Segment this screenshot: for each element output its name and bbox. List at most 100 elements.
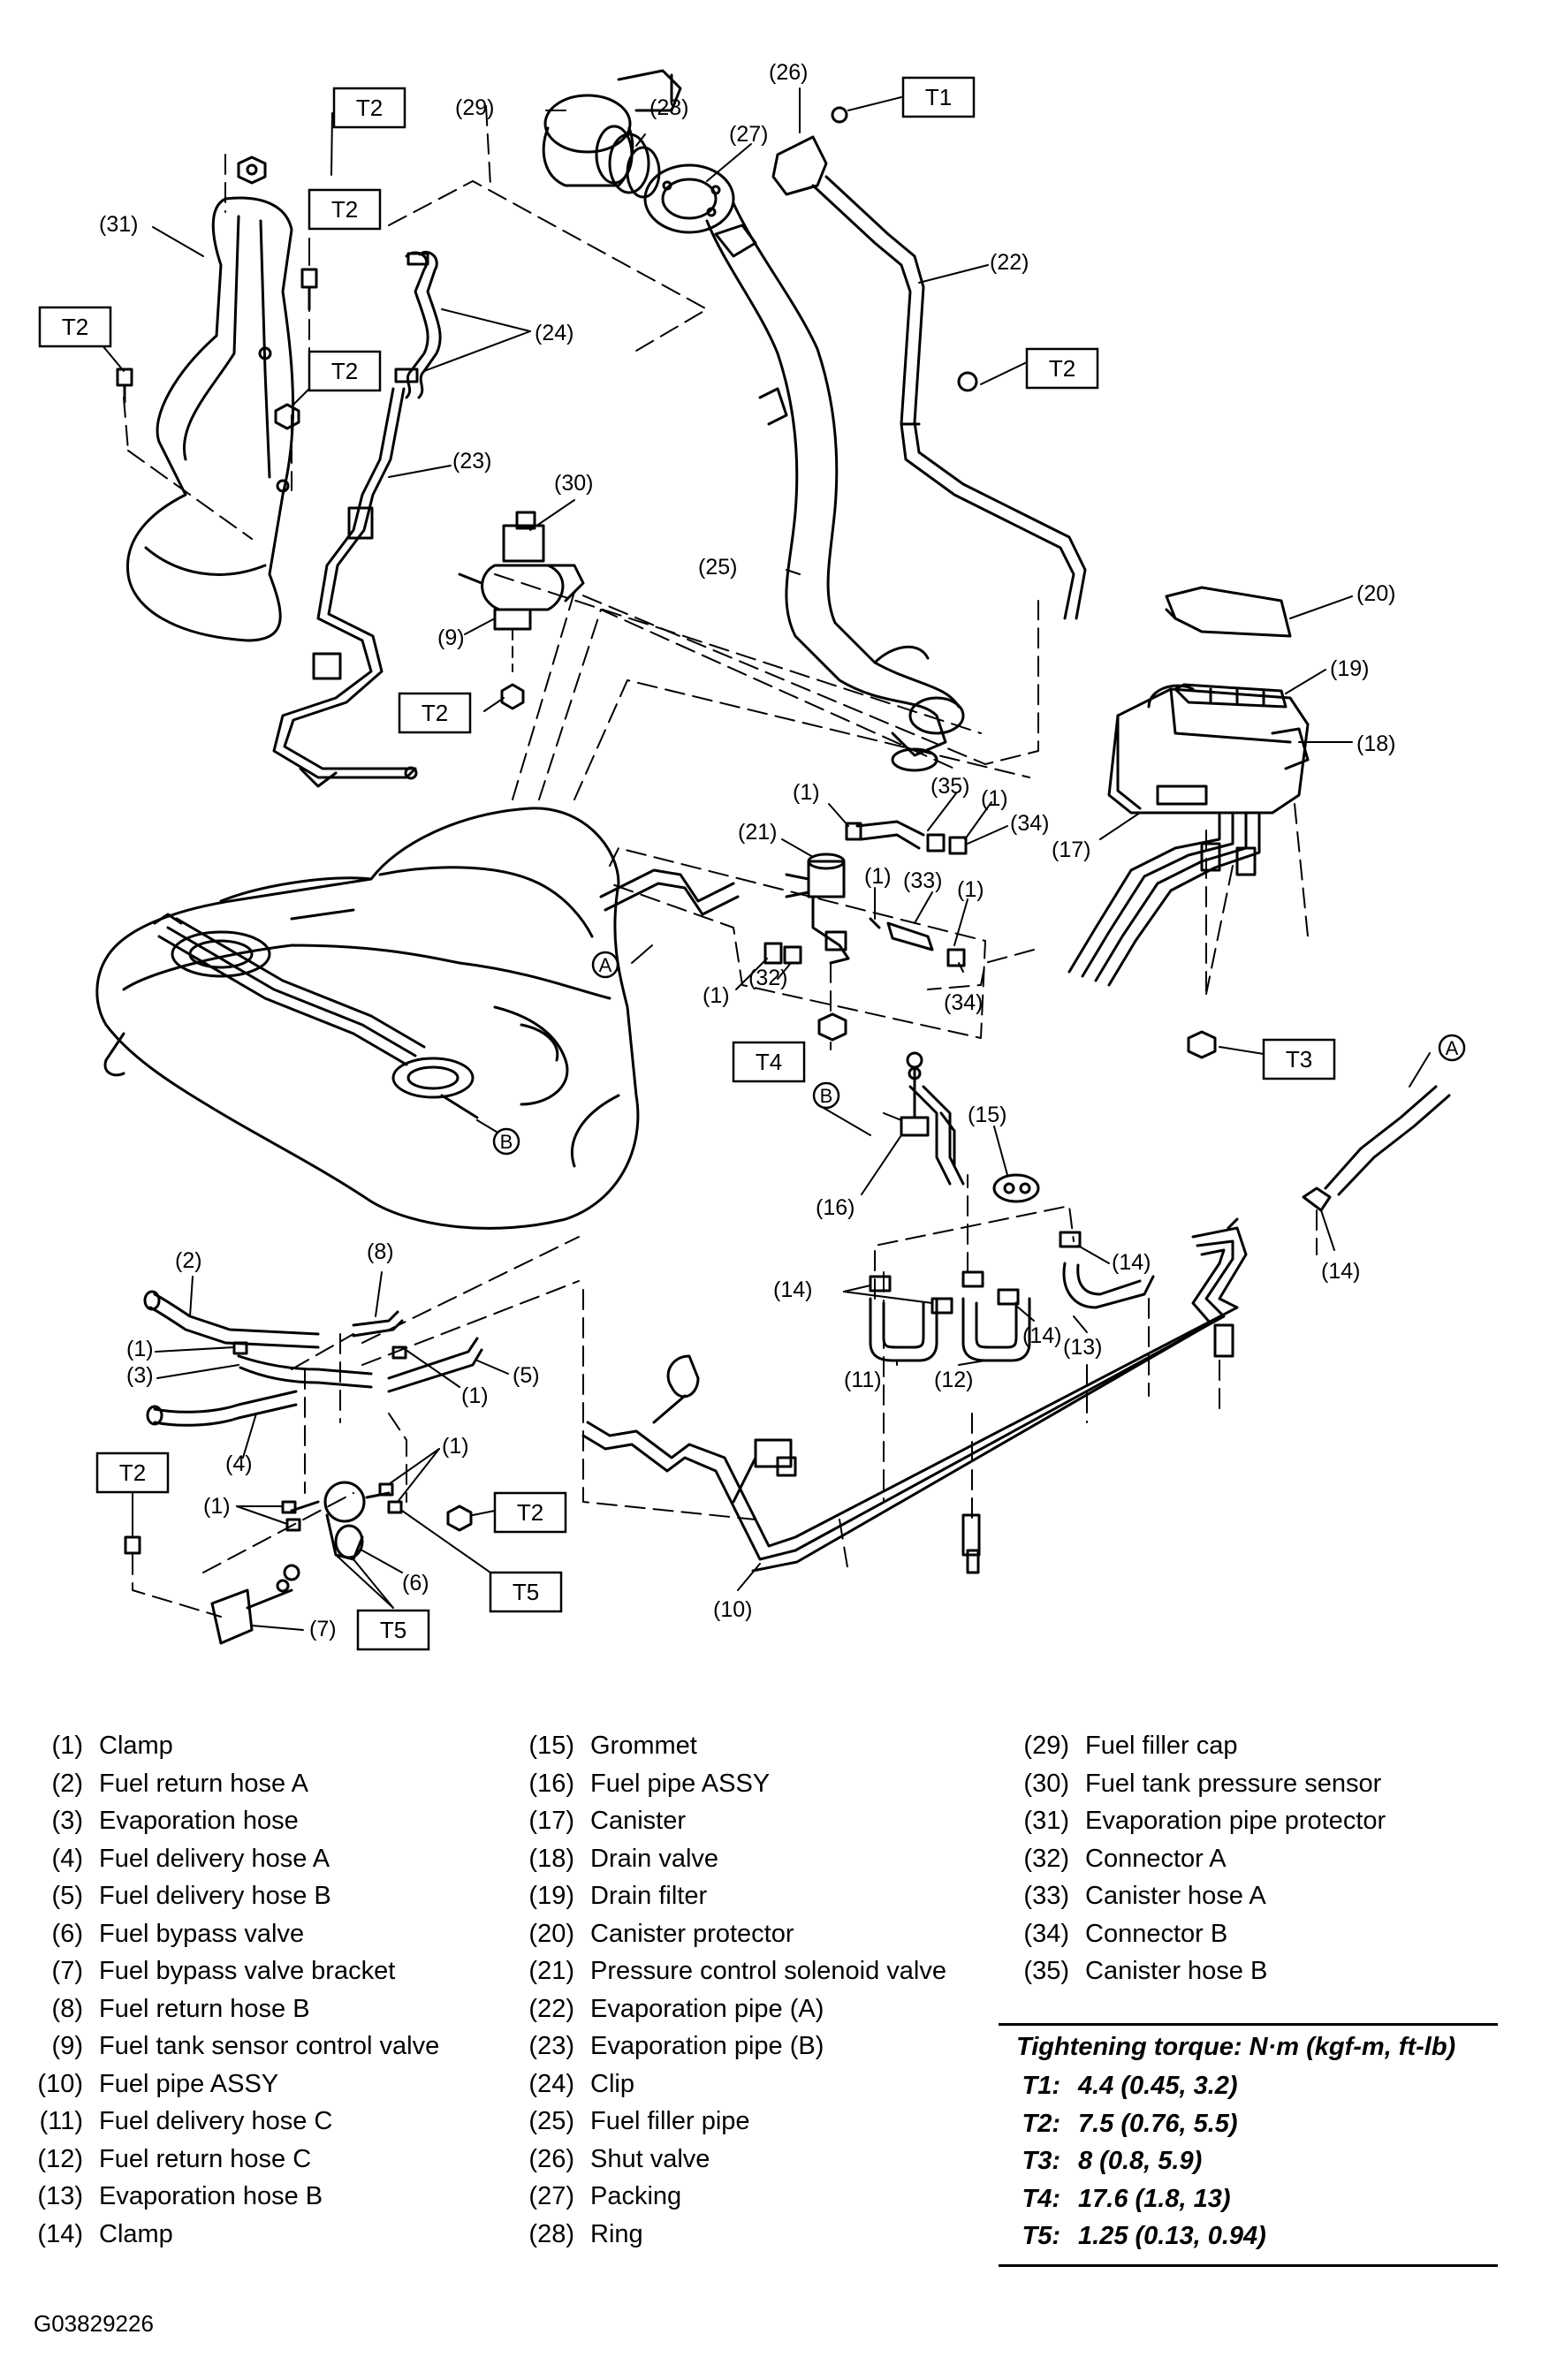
t2-box-left: T2 [38, 306, 112, 348]
callout-26: (26) [769, 60, 808, 85]
t2-box-sensor: T2 [398, 692, 472, 734]
torque-row: T5:1.25 (0.13, 0.94) [999, 2217, 1498, 2255]
t2-box-bottom-left: T2 [95, 1451, 170, 1494]
legend-item-name: Evaporation pipe (B) [590, 2032, 824, 2060]
t2-box-top-label: T2 [356, 95, 383, 121]
legend-column-3: (29)Fuel filler cap(30)Fuel tank pressur… [1016, 1727, 1386, 1990]
figure-id: G03829226 [34, 2310, 154, 2337]
callout-16: (16) [816, 1195, 855, 1220]
t1-box-label: T1 [925, 84, 952, 110]
filler-ring [595, 125, 661, 199]
legend-item: (35)Canister hose B [1016, 1952, 1386, 1990]
legend-item-name: Canister hose A [1085, 1882, 1266, 1910]
callout-1c: (1) [864, 864, 892, 889]
legend-item: (8)Fuel return hose B [30, 1990, 439, 2028]
canister [1107, 684, 1310, 815]
connector-a-left: A [591, 951, 619, 979]
legend-item-name: Connector B [1085, 1919, 1228, 1948]
legend-item-name: Fuel delivery hose B [99, 1882, 331, 1910]
callout-9: (9) [437, 625, 465, 650]
legend-item-name: Fuel tank sensor control valve [99, 2032, 440, 2060]
fuel-system-exploded-diagram: T1T2T2T2T2T2T2T4T3T2T2T5T5(29)(28)(27)(2… [38, 60, 1466, 1651]
torque-value: 17.6 (1.8, 13) [1078, 2184, 1231, 2213]
legend-item: (7) Fuel bypass valve bracket [30, 1952, 439, 1990]
torque-value: 8 (0.8, 5.9) [1078, 2147, 1203, 2175]
legend-item: (22)Evaporation pipe (A) [521, 1990, 946, 2028]
legend-item-number: (9) [51, 2032, 83, 2060]
callout-14c: (14) [773, 1277, 812, 1302]
callout-34b: (34) [944, 990, 983, 1015]
connector-b-pipe-letter: B [820, 1085, 833, 1107]
legend-item-name: Shut valve [590, 2144, 710, 2173]
tank-vent-hose [599, 868, 740, 916]
fuel-bypass-valve [290, 1481, 391, 1561]
legend-item-number: (25) [528, 2107, 574, 2135]
torque-id: T5: [1022, 2222, 1061, 2250]
legend-item-number: (11) [39, 2107, 83, 2135]
legend-item: (20)Canister protector [521, 1915, 946, 1953]
legend-item-number: (7) [51, 1957, 83, 1985]
legend-item: (30)Fuel tank pressure sensor [1016, 1765, 1386, 1803]
legend-item-number: (5) [51, 1882, 83, 1910]
t2-box-mid: T2 [308, 188, 382, 231]
callout-30: (30) [554, 471, 593, 496]
legend-item-name: Connector A [1085, 1844, 1227, 1873]
legend-item-number: (23) [528, 2032, 574, 2060]
pipe-leaders [582, 1209, 1318, 1573]
t2-box-bottom-right: T2 [493, 1491, 567, 1534]
t4-box-label: T4 [756, 1049, 782, 1075]
legend-column-2: (15)Grommet(16)Fuel pipe ASSY(17)Caniste… [521, 1727, 946, 2253]
filler-leaders [388, 105, 708, 354]
fuel-tank-pressure-sensor [458, 511, 585, 710]
legend-item: (6)Fuel bypass valve [30, 1915, 439, 1953]
pressure-control-solenoid-valve [785, 853, 850, 965]
bolt-t2-protector-top [237, 155, 267, 185]
assembly-outline [494, 573, 1039, 800]
callout-14a: (14) [1112, 1250, 1151, 1275]
clips-24 [394, 250, 442, 399]
legend-item: (15)Grommet [521, 1727, 946, 1765]
callout-1h: (1) [442, 1434, 469, 1459]
legend-item-number: (14) [37, 2219, 83, 2248]
t2-box-protector-label: T2 [331, 358, 358, 384]
t5-box-right-label: T5 [513, 1579, 539, 1605]
legend-item: (19)Drain filter [521, 1877, 946, 1915]
callout-8: (8) [367, 1239, 394, 1264]
bolt-t2-protector-left [116, 368, 133, 404]
filler-packing [643, 163, 735, 234]
torque-id: T2: [1022, 2109, 1061, 2138]
legend-item-number: (10) [37, 2069, 83, 2098]
legend-item-name: Evaporation hose B [99, 2182, 323, 2210]
legend-item-number: (8) [51, 1994, 83, 2023]
callout-14d: (14) [1022, 1323, 1061, 1348]
t2-box-mid-label: T2 [331, 196, 358, 223]
legend-item-name: Fuel delivery hose A [99, 1844, 330, 1873]
fuel-tank [95, 807, 640, 1230]
callout-1b: (1) [981, 786, 1008, 811]
legend-item: (18)Drain valve [521, 1840, 946, 1878]
torque-row: T2:7.5 (0.76, 5.5) [999, 2105, 1498, 2143]
legend-item: (12)Fuel return hose C [30, 2141, 439, 2179]
legend-item-name: Fuel bypass valve bracket [99, 1957, 396, 1985]
legend-item-number: (24) [528, 2069, 574, 2098]
legend-item: (34)Connector B [1016, 1915, 1386, 1953]
nut-t2-bottom-right [446, 1505, 473, 1532]
legend-item-number: (33) [1023, 1882, 1069, 1910]
drain-valve [1271, 727, 1310, 770]
legend-item-number: (26) [528, 2144, 574, 2173]
fuel-delivery-hose-c [869, 1297, 938, 1362]
legend-item: (1)Clamp [30, 1727, 439, 1765]
t2-box-bottom-right-label: T2 [517, 1499, 543, 1526]
fuel-return-hose-a [143, 1290, 320, 1349]
grommet [992, 1173, 1040, 1203]
legend-item: (4)Fuel delivery hose A [30, 1840, 439, 1878]
callout-1i: (1) [203, 1494, 231, 1519]
callout-24: (24) [535, 321, 574, 345]
torque-id: T3: [1022, 2147, 1061, 2175]
callout-leaders [101, 87, 1353, 1631]
torque-id: T1: [1022, 2072, 1061, 2100]
bottom-left-leaders [132, 1236, 580, 1618]
t2-box-sensor-label: T2 [422, 700, 448, 726]
legend-item-name: Evaporation pipe protector [1085, 1807, 1386, 1835]
legend-item-name: Fuel pipe ASSY [590, 1769, 771, 1798]
